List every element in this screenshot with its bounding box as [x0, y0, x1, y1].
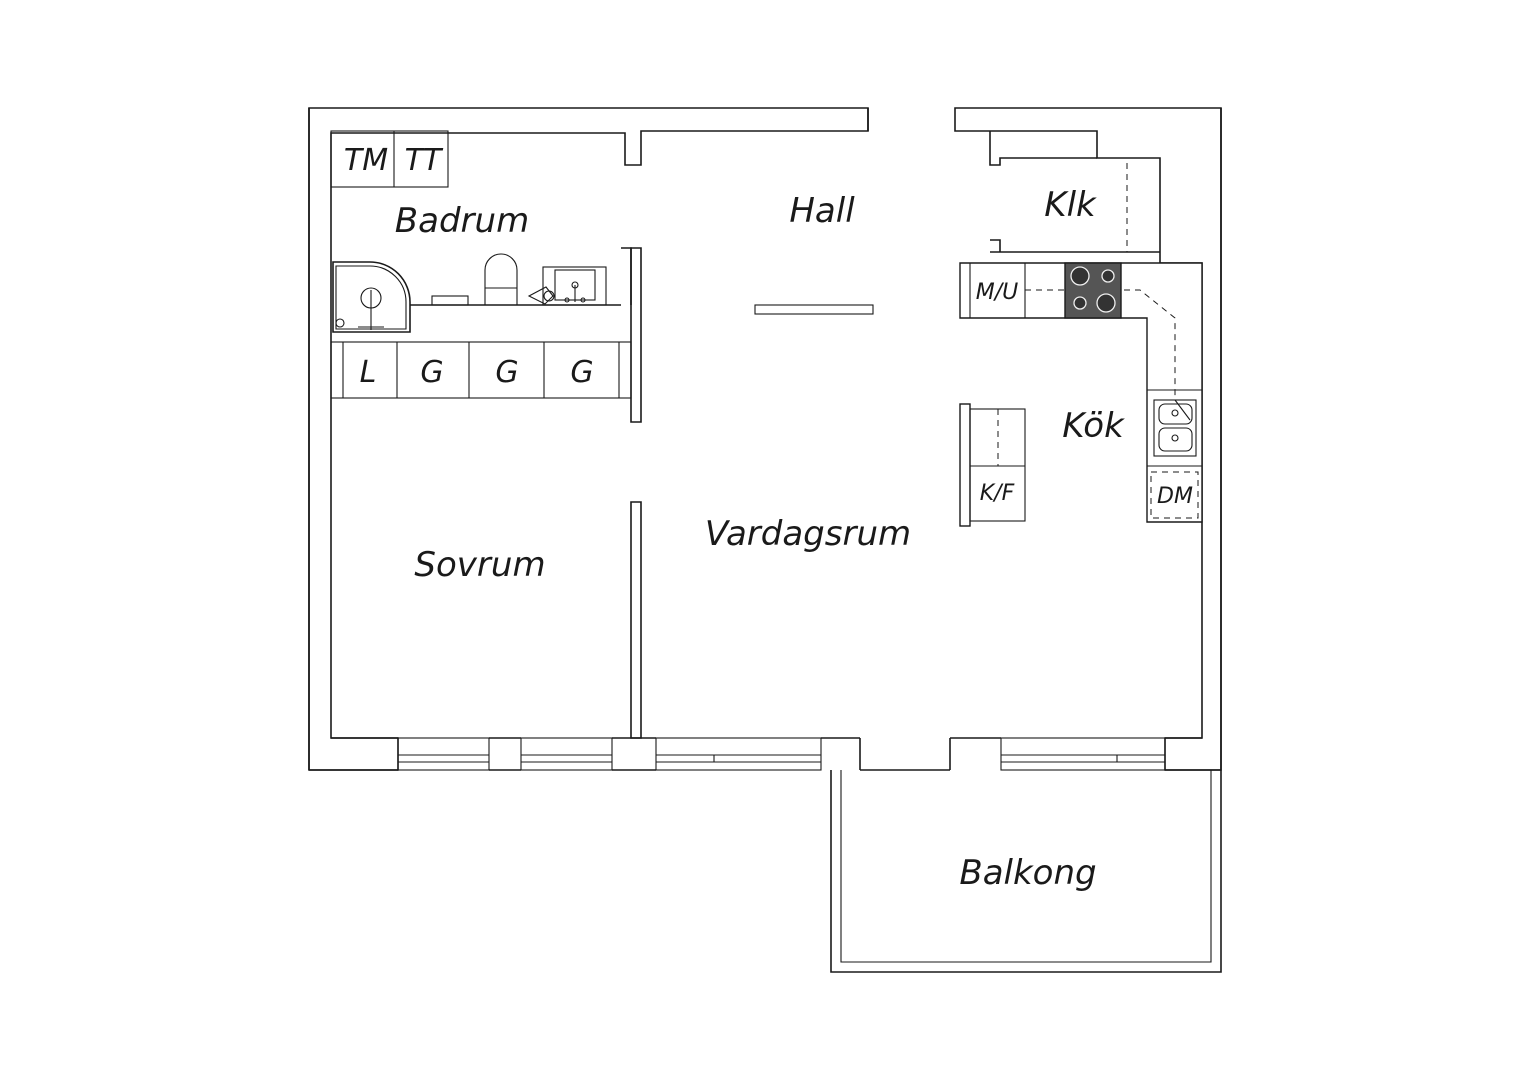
room-label-hall: Hall: [789, 191, 855, 231]
bathroom-fixtures: [330, 130, 607, 333]
window-sovrum-2: [520, 737, 613, 771]
interior-walls: [330, 131, 1160, 739]
room-label-badrum: Badrum: [395, 201, 529, 241]
fixture-label-g2: G: [495, 355, 518, 390]
window-vardagsrum: [655, 737, 822, 771]
room-label-vardagsrum: Vardagsrum: [705, 514, 911, 554]
fixture-label-l: L: [360, 355, 377, 390]
exterior-wall-bottom: [309, 737, 1221, 771]
toilet-icon: [484, 253, 518, 305]
room-label-sovrum: Sovrum: [414, 545, 545, 585]
shower-icon: [332, 261, 411, 333]
fixture-labels: TM TT L G G G M/U K/F DM: [344, 143, 1193, 509]
fixture-label-g3: G: [570, 355, 593, 390]
fixture-label-mu: M/U: [976, 280, 1019, 305]
fixture-label-tt: TT: [405, 143, 444, 178]
room-label-balkong: Balkong: [959, 853, 1096, 893]
room-labels: Badrum Hall Klk Kök Vardagsrum Sovrum Ba…: [395, 185, 1125, 893]
room-label-kok: Kök: [1062, 406, 1125, 446]
tm-tt-cabinet: [330, 130, 449, 188]
room-label-klk: Klk: [1044, 185, 1097, 225]
fixture-label-tm: TM: [344, 143, 388, 178]
window-kok: [1000, 737, 1166, 771]
fixture-label-g1: G: [420, 355, 443, 390]
window-sovrum-1: [397, 737, 490, 771]
stove-icon: [1064, 262, 1122, 319]
bath-shelf: [431, 295, 469, 306]
fixture-label-dm: DM: [1157, 484, 1193, 509]
sink-icon: [527, 266, 607, 306]
fridge-freezer: [959, 403, 1026, 527]
kitchen-sink-icon: [1153, 399, 1197, 457]
kitchen-fixtures: [959, 262, 1203, 527]
balcony: [830, 770, 1222, 973]
windows: [397, 737, 1166, 771]
fixture-label-kf: K/F: [980, 481, 1015, 506]
